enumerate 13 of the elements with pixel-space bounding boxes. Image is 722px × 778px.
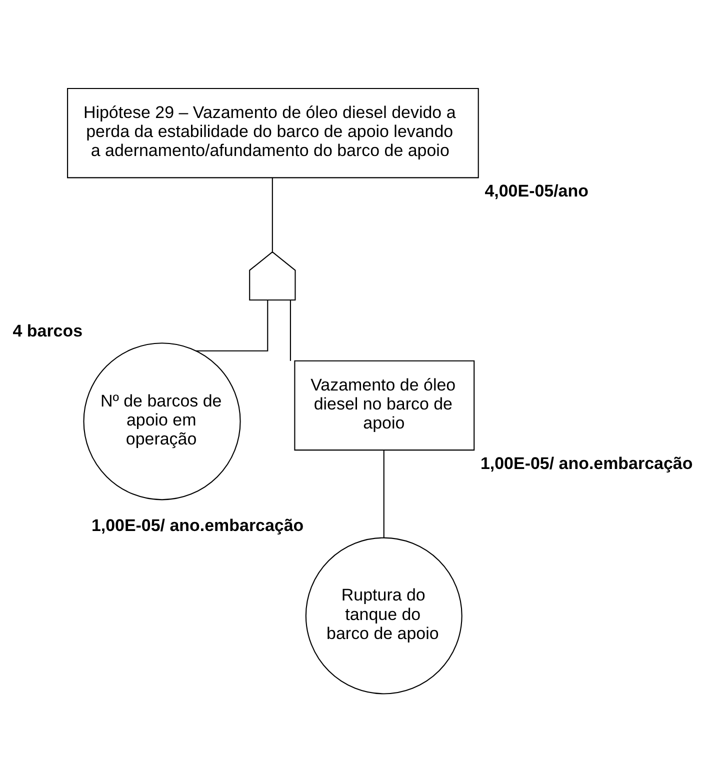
connector bbox=[290, 300, 291, 361]
connector bbox=[383, 450, 384, 538]
node-label: 1,00E-05/ ano.embarcação bbox=[91, 516, 304, 536]
connector bbox=[196, 300, 268, 352]
node-label: 1,00E-05/ ano.embarcação bbox=[480, 454, 693, 473]
node-circle: Ruptura do tanque do barco de apoio bbox=[305, 537, 462, 694]
node-gate bbox=[249, 251, 296, 300]
node-box: Vazamento de óleo diesel no barco de apoio bbox=[294, 360, 475, 451]
node-label: 4 barcos bbox=[12, 322, 83, 341]
node-box: Hipótese 29 – Vazamento de óleo diesel devido a perda da estabilidade do barco de apoio levando a adernamento/afundamento do barco de apoio bbox=[67, 88, 479, 178]
connector bbox=[272, 178, 273, 252]
node-circle: Nº de barcos de apoio em operação bbox=[83, 342, 241, 500]
node-label: 4,00E-05/ano bbox=[484, 182, 588, 201]
